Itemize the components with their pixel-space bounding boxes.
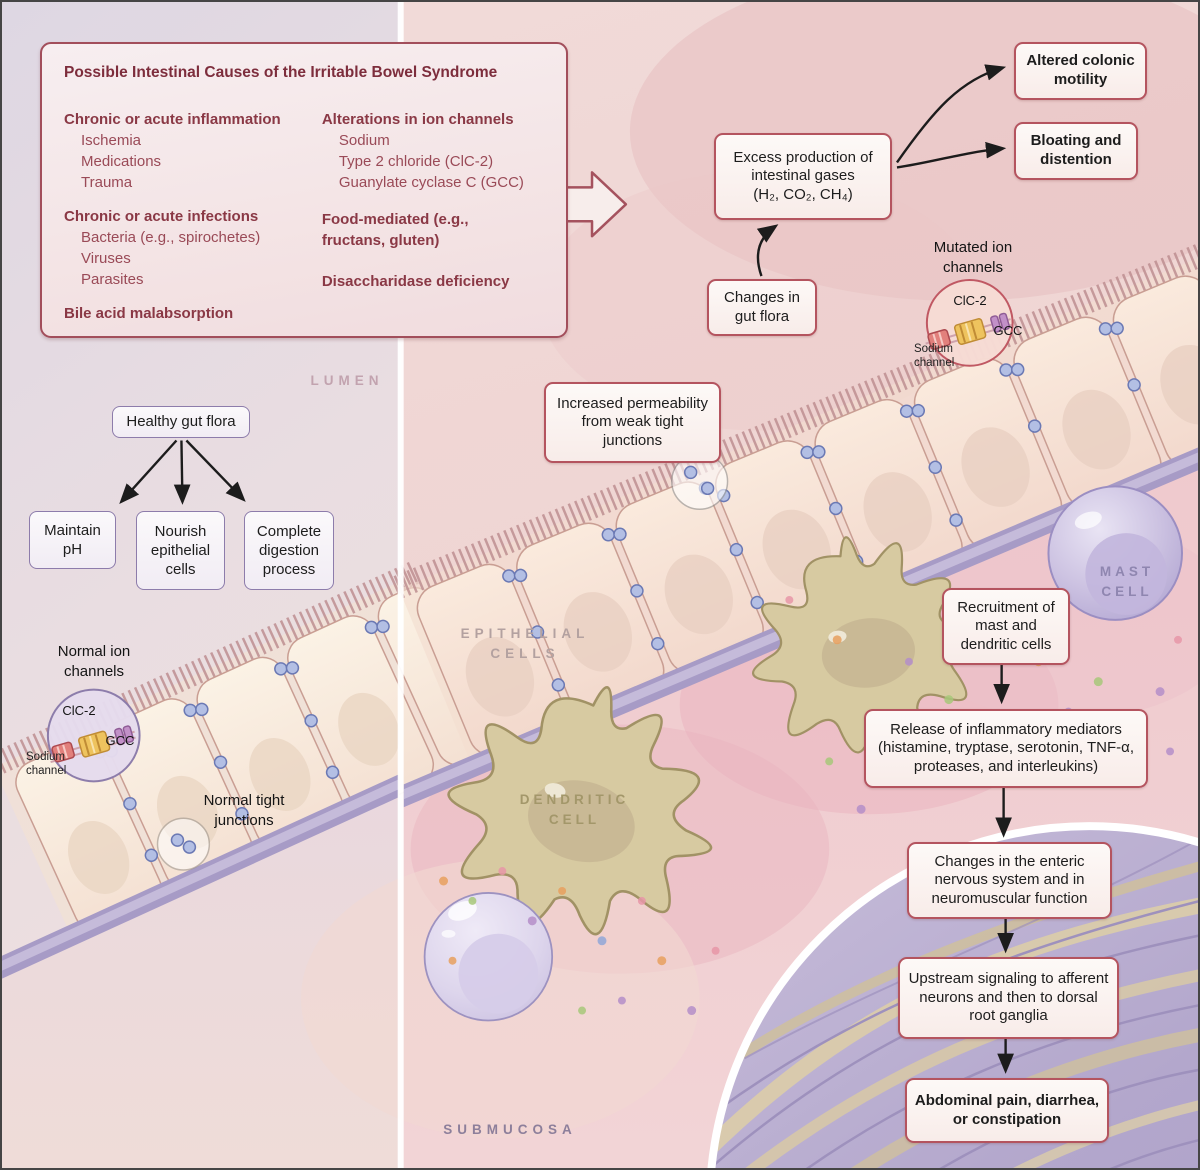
normal-tight-junction-circle <box>156 817 211 871</box>
causes-box: Possible Intestinal Causes of the Irrita… <box>40 42 568 338</box>
digestion-box: Complete digestion process <box>244 511 334 590</box>
lumen-label: LUMEN <box>310 373 384 388</box>
epithelial-cells-label: EPITHELIAL CELLS <box>460 626 590 661</box>
causes-group-bile: Bile acid malabsorption <box>64 305 234 322</box>
altered-motility-box: Altered colonic motility <box>1014 42 1147 100</box>
upstream-box: Upstream signaling to afferent neurons a… <box>898 957 1119 1039</box>
gcc-label-left: GCC <box>105 733 135 748</box>
permeability-box: Increased permeability from weak tight j… <box>544 382 721 463</box>
bloating-box: Bloating and distention <box>1014 122 1138 180</box>
causes-group-inflammation: Chronic or acute inflammation Ischemia M… <box>64 111 281 191</box>
enteric-box: Changes in the enteric nervous system an… <box>907 842 1112 919</box>
healthy-flora-box: Healthy gut flora <box>112 406 250 438</box>
causes-title: Possible Intestinal Causes of the Irrita… <box>64 64 498 81</box>
normal-ion-channels-circle <box>45 688 141 783</box>
gut-flora-change-box: Changes in gut flora <box>707 279 817 336</box>
causes-group-ion-channels: Alterations in ion channels Sodium Type … <box>321 111 524 191</box>
sodium-label-right: Sodium channel <box>914 343 955 370</box>
gas-production-box: Excess production of intestinal gases (H… <box>714 133 892 220</box>
causes-group-disaccharidase: Disaccharidase deficiency <box>321 273 510 290</box>
mutated-ion-channels-circle <box>921 279 1015 367</box>
submucosa-label: SUBMUCOSA <box>443 1122 577 1137</box>
outcome-box: Abdominal pain, diarrhea, or constipatio… <box>905 1078 1109 1143</box>
causes-group-food: Food-mediated (e.g., fructans, gluten) <box>321 211 469 249</box>
release-box: Release of inflammatory mediators (hista… <box>864 709 1148 788</box>
clc2-label-left: ClC-2 <box>62 703 96 718</box>
mast-cell <box>1047 485 1183 621</box>
causes-group-infections: Chronic or acute infections Bacteria (e.… <box>64 208 261 288</box>
gcc-label-right: GCC <box>993 323 1023 338</box>
panel-divider <box>397 2 404 1168</box>
causes-arrow <box>562 171 628 238</box>
lymphocyte-cell <box>423 892 554 1022</box>
normal-junctions-label: Normal tight junctions <box>203 792 285 829</box>
dendritic-cell-label: DENDRITIC CELL <box>519 792 630 827</box>
mast-cell-label: MAST CELL <box>1099 564 1155 599</box>
mutated-channels-label: Mutated ion channels <box>933 239 1013 276</box>
flow-arrows <box>119 64 1014 1074</box>
maintain-ph-box: Maintain pH <box>29 511 116 569</box>
sodium-label-left: Sodium channel <box>26 751 67 778</box>
recruitment-box: Recruitment of mast and dendritic cells <box>942 588 1070 665</box>
submucosa-left <box>2 777 399 1168</box>
nourish-box: Nourish epithelial cells <box>136 511 225 590</box>
normal-channels-label: Normal ion channels <box>57 643 131 680</box>
clc2-label-right: ClC-2 <box>953 293 987 308</box>
